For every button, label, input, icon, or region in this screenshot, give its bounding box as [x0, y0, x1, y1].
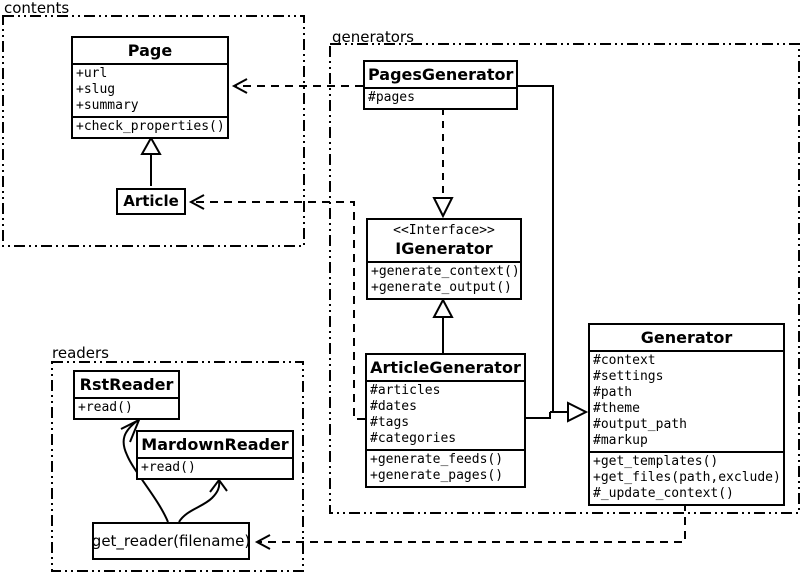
class-page-title: Page: [127, 41, 173, 60]
class-rstreader-title: RstReader: [79, 375, 174, 394]
generalization-generator-triangle-icon: [567, 401, 589, 423]
class-pagesgenerator-attributes: #pages: [365, 87, 516, 108]
class-igenerator-stereotype: <<Interface>>: [393, 223, 495, 238]
generalization-articlegenerator-igenerator-triangle-icon: [432, 297, 454, 318]
class-mardownreader-methods: +read(): [138, 457, 292, 478]
attribute: #categories: [370, 431, 457, 446]
method: +check_properties(): [76, 119, 225, 134]
attribute: +url: [76, 66, 108, 81]
generalization-articlegenerator-generator-line: [526, 412, 551, 419]
class-pagesgenerator-title: PagesGenerator: [368, 65, 514, 84]
dependency-generator-getreader-line: [258, 503, 686, 543]
attribute: #tags: [370, 415, 410, 430]
class-igenerator: <<Interface>> IGenerator +generate_conte…: [366, 218, 522, 300]
flow-getreader-rstreader-curve: [122, 420, 169, 523]
function-get-reader-label: get_reader(filename): [91, 532, 251, 550]
method: +get_templates(): [593, 454, 719, 469]
package-contents-border: [2, 15, 305, 247]
attribute: #articles: [370, 383, 441, 398]
class-page-attributes: +url +slug +summary: [73, 63, 227, 116]
class-article-title: Article: [123, 192, 179, 210]
attribute: #dates: [370, 399, 417, 414]
class-mardownreader: MardownReader +read(): [136, 430, 294, 480]
class-page-methods: +check_properties(): [73, 116, 227, 137]
class-generator-methods: +get_templates() +get_files(path,exclude…: [590, 451, 783, 504]
class-mardownreader-title: MardownReader: [141, 435, 289, 454]
package-generators-border: [329, 43, 800, 514]
attribute: +slug: [76, 82, 116, 97]
class-generator-attributes: #context #settings #path #theme #output_…: [590, 350, 783, 451]
package-label-contents: contents: [4, 0, 70, 17]
class-articlegenerator-methods: +generate_feeds() +generate_pages(): [367, 449, 524, 486]
class-rstreader-methods: +read(): [75, 397, 178, 418]
method: +generate_context(): [371, 264, 520, 279]
class-articlegenerator-attributes: #articles #dates #tags #categories: [367, 380, 524, 449]
flow-getreader-rstreader-arrow-icon: [120, 417, 141, 443]
flow-getreader-mardownreader-curve: [178, 480, 221, 523]
dependency-articlegenerator-article-line: [192, 201, 365, 420]
attribute: #output_path: [593, 417, 687, 432]
class-igenerator-title: IGenerator: [395, 239, 493, 258]
class-igenerator-methods: +generate_context() +generate_output(): [368, 261, 520, 298]
attribute: #markup: [593, 433, 648, 448]
method: +read(): [141, 460, 196, 475]
dependency-pagesgenerator-page-arrow-icon: [231, 78, 248, 94]
attribute: #context: [593, 353, 656, 368]
method: +read(): [78, 400, 133, 415]
class-pagesgenerator: PagesGenerator #pages: [363, 60, 518, 110]
method: #_update_context(): [593, 486, 734, 501]
function-get-reader: get_reader(filename): [92, 522, 250, 560]
package-label-generators: generators: [332, 28, 414, 46]
realization-pagesgenerator-igenerator-triangle-icon: [432, 197, 454, 219]
dependency-articlegenerator-article-arrow-icon: [188, 194, 205, 210]
class-page: Page +url +slug +summary +check_properti…: [71, 36, 229, 139]
package-readers-border: [51, 361, 304, 572]
generalization-pagesgenerator-generator-line: [518, 85, 554, 412]
class-generator: Generator #context #settings #path #them…: [588, 323, 785, 506]
class-articlegenerator-title: ArticleGenerator: [370, 358, 521, 377]
generalization-article-page-triangle-icon: [140, 135, 162, 155]
class-generator-title: Generator: [640, 328, 733, 347]
method: +get_files(path,exclude): [593, 470, 781, 485]
attribute: #settings: [593, 369, 664, 384]
flow-getreader-mardownreader-arrow-icon: [209, 478, 228, 493]
package-label-readers: readers: [52, 344, 109, 362]
class-articlegenerator: ArticleGenerator #articles #dates #tags …: [365, 353, 526, 488]
method: +generate_pages(): [370, 468, 504, 483]
class-rstreader: RstReader +read(): [73, 370, 180, 420]
dependency-generator-getreader-arrow-icon: [254, 534, 271, 550]
attribute: #path: [593, 385, 633, 400]
attribute: +summary: [76, 98, 139, 113]
attribute: #pages: [368, 90, 415, 105]
attribute: #theme: [593, 401, 640, 416]
class-article: Article: [116, 188, 186, 215]
method: +generate_output(): [371, 280, 512, 295]
method: +generate_feeds(): [370, 452, 504, 467]
